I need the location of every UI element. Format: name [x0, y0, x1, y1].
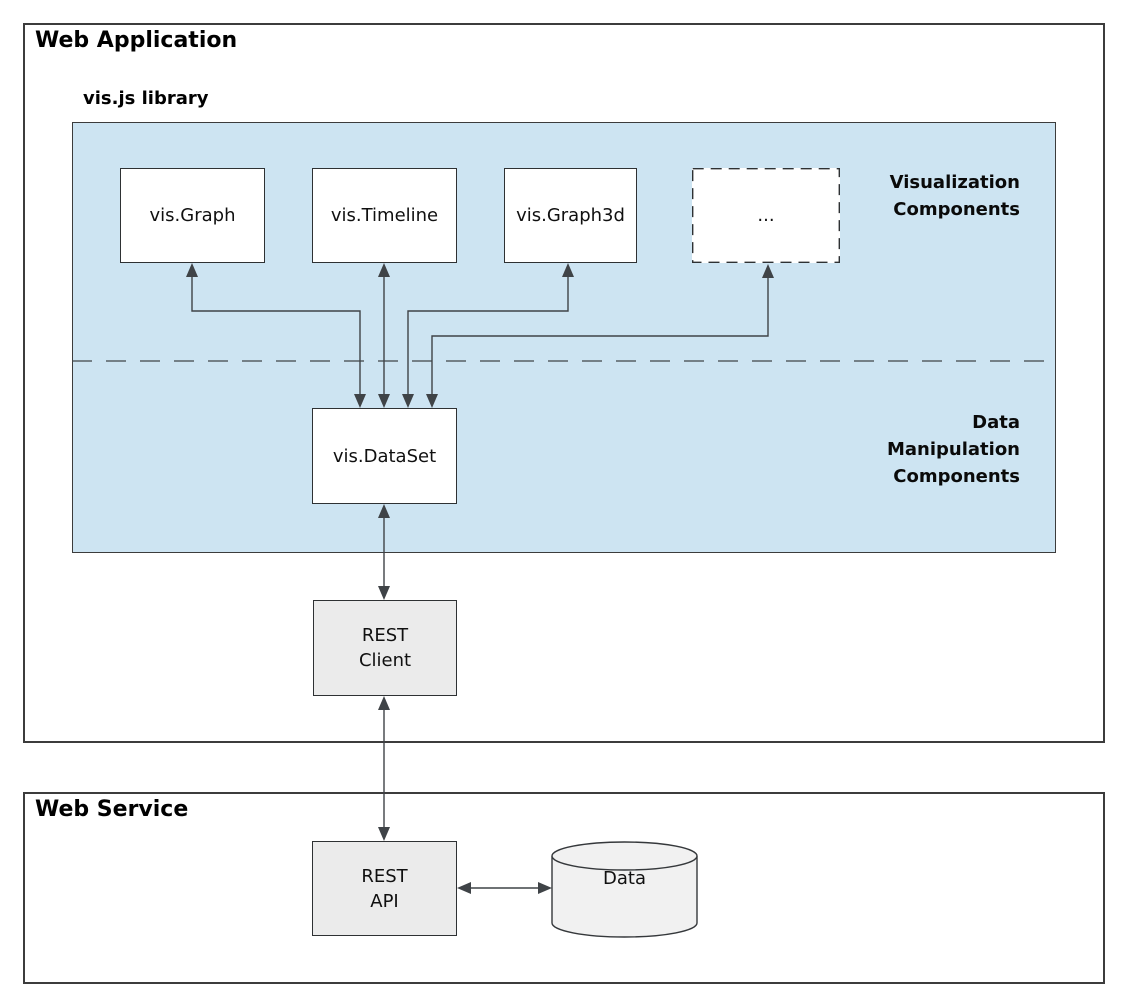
rest-api-box: REST API: [312, 841, 457, 936]
data-cylinder-label: Data: [603, 868, 646, 889]
rest-client-box: REST Client: [313, 600, 457, 696]
visualization-components-label: Visualization Components: [889, 172, 1020, 220]
data-manipulation-components-label: Data Manipulation Components: [886, 412, 1020, 487]
vis-timeline-box: vis.Timeline: [312, 168, 457, 263]
web-application-title: Web Application: [35, 28, 238, 53]
vis-library-title: vis.js library: [83, 88, 209, 109]
vis-graph3d-box: vis.Graph3d: [504, 168, 637, 263]
vis-graph-box: vis.Graph: [120, 168, 265, 263]
web-service-title: Web Service: [35, 797, 189, 822]
vis-dataset-box: vis.DataSet: [312, 408, 457, 504]
